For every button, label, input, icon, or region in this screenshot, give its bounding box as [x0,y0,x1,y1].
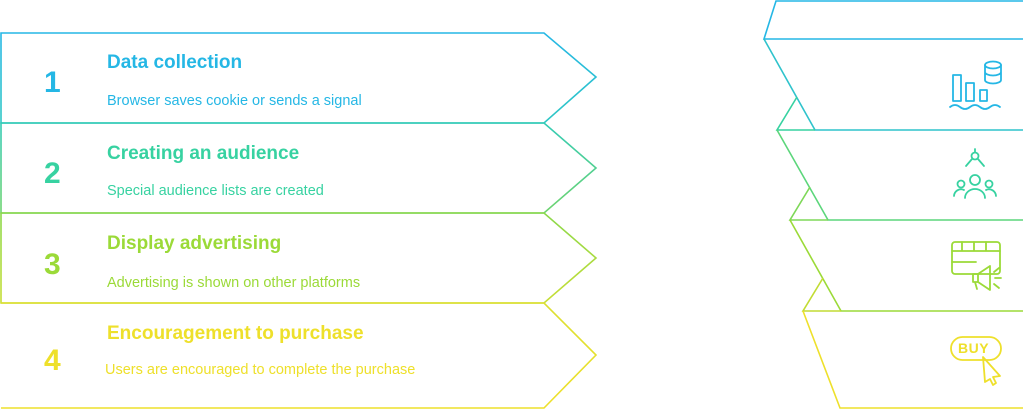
step-1-arrow-shape [0,32,598,124]
step-2-arrow-shape [0,122,598,214]
funnel-layer-5 [802,310,1023,409]
funnel-layer-4 [789,219,1023,312]
step-1-number: 1 [44,66,61,99]
step-1-title: Data collection [107,52,243,73]
funnel-connector-4 [801,277,841,312]
database-chart-icon [949,60,1002,110]
ad-megaphone-icon [951,241,1002,291]
step-3-number: 3 [44,248,61,281]
step-2-title: Creating an audience [107,143,300,164]
buy-button-icon [950,336,1002,386]
funnel-connector-3 [788,186,828,221]
step-3-arrow-shape [0,212,598,304]
step-4-title: Encouragement to purchase [107,323,364,344]
audience-users-icon [953,148,997,199]
step-3-description: Advertising is shown on other platforms [107,275,361,291]
buy-icon-label: BUY [958,340,990,356]
step-4-arrow-shape [1,302,598,409]
step-1-description: Browser saves cookie or sends a signal [107,93,362,109]
funnel-layer-1 [762,0,1023,40]
funnel-layer-2 [763,38,1023,131]
funnel-connector-2 [775,96,815,131]
step-4-description: Users are encouraged to complete the pur… [105,362,416,378]
step-3-title: Display advertising [107,233,282,254]
step-2-number: 2 [44,157,61,190]
funnel-layer-3 [776,129,1023,221]
step-4-number: 4 [44,344,61,377]
step-2-description: Special audience lists are created [107,183,324,199]
